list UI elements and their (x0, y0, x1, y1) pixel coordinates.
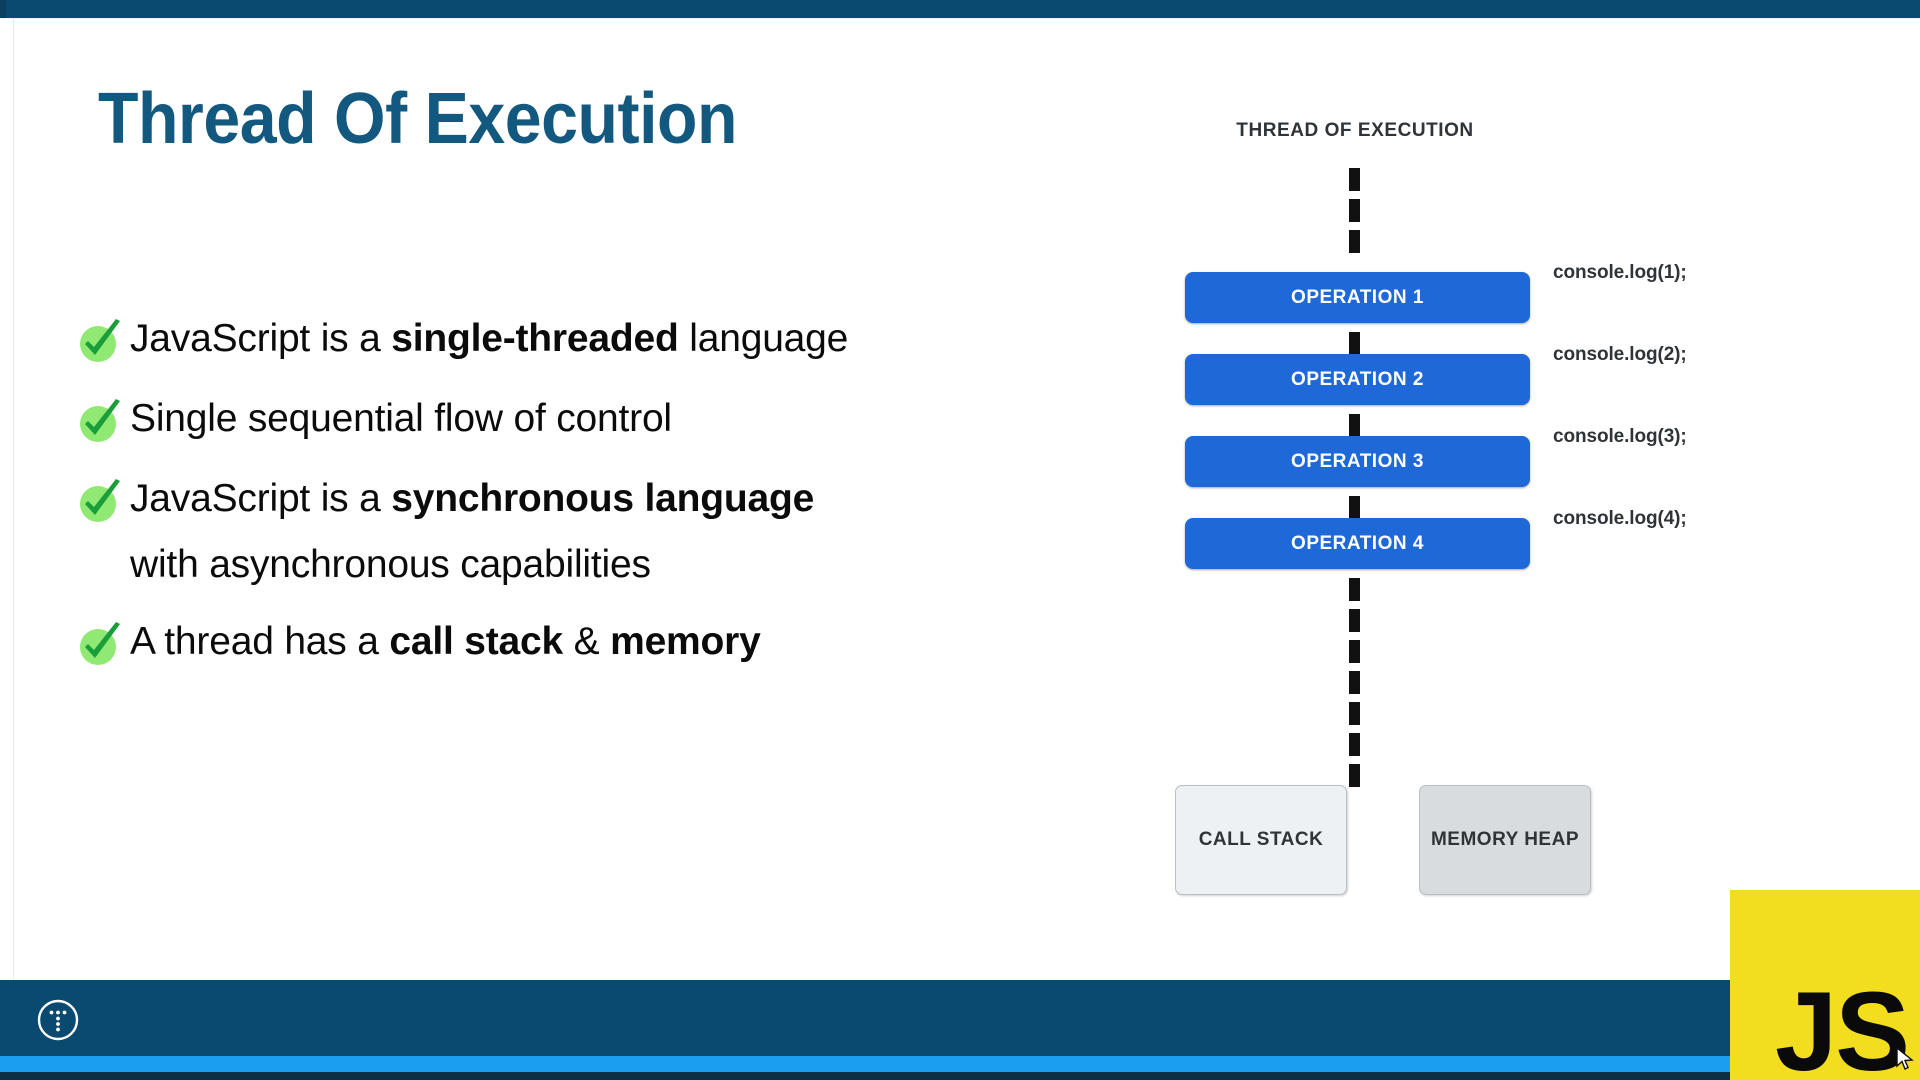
top-bar (0, 0, 1920, 18)
page-title: Thread Of Execution (98, 79, 738, 159)
list-item: A thread has a call stack & memory (76, 618, 1076, 668)
operation-box-3[interactable]: OPERATION 3 (1185, 436, 1530, 487)
spine-dash (1349, 702, 1360, 725)
spine-dash (1349, 168, 1360, 191)
memory-heap-box[interactable]: MEMORY HEAP (1419, 785, 1591, 895)
bullet-list: JavaScript is a single-threaded language… (76, 315, 1076, 668)
list-item: Single sequential flow of control (76, 395, 1076, 445)
js-logo: JS (1730, 890, 1920, 1080)
operation-box-1[interactable]: OPERATION 1 (1185, 272, 1530, 323)
operation-note-2: console.log(2); (1553, 344, 1687, 365)
call-stack-box[interactable]: CALL STACK (1175, 785, 1347, 895)
bottom-bar-foot (0, 1072, 1920, 1080)
spine-dash (1349, 230, 1360, 253)
spine-dash (1349, 199, 1360, 222)
canvas-left-rule (13, 18, 14, 980)
operation-label: OPERATION 4 (1291, 532, 1424, 554)
operation-box-2[interactable]: OPERATION 2 (1185, 354, 1530, 405)
spine-dash (1349, 496, 1360, 519)
operation-label: OPERATION 2 (1291, 368, 1424, 390)
spine-dash (1349, 733, 1360, 756)
list-item-text-line2: with asynchronous capabilities (130, 543, 651, 586)
green-check-icon (76, 477, 126, 525)
green-check-icon (76, 397, 126, 445)
list-item-text: JavaScript is a single-threaded language (130, 317, 849, 360)
spine-dash (1349, 640, 1360, 663)
dotted-t-circle-icon[interactable] (36, 998, 80, 1042)
operation-note-4: console.log(4); (1553, 508, 1687, 529)
list-item: JavaScript is a single-threaded language (76, 315, 1076, 365)
diagram-title: THREAD OF EXECUTION (1236, 120, 1474, 141)
spine-dash (1349, 609, 1360, 632)
operation-note-1: console.log(1); (1553, 262, 1687, 283)
spine-dash (1349, 332, 1360, 355)
spine-dash (1349, 671, 1360, 694)
call-stack-label: CALL STACK (1198, 829, 1324, 850)
thread-of-execution-diagram: THREAD OF EXECUTION OPERATION 1 console.… (1175, 120, 1845, 910)
js-logo-text: JS (1775, 969, 1910, 1080)
operation-note-3: console.log(3); (1553, 426, 1687, 447)
spine-dash (1349, 764, 1360, 787)
spine-dash (1349, 414, 1360, 437)
operation-label: OPERATION 1 (1291, 286, 1424, 308)
operation-box-4[interactable]: OPERATION 4 (1185, 518, 1530, 569)
operation-label: OPERATION 3 (1291, 450, 1424, 472)
mouse-cursor-icon (1894, 1046, 1916, 1072)
list-item-text: Single sequential flow of control (130, 397, 672, 440)
list-item-text: A thread has a call stack & memory (130, 620, 761, 663)
green-check-icon (76, 317, 126, 365)
memory-heap-label: MEMORY HEAP (1430, 829, 1580, 850)
canvas-top-rule (0, 18, 1920, 19)
spine-dash (1349, 578, 1360, 601)
accent-stripe (0, 1056, 1920, 1072)
top-bar-edge (0, 0, 6, 18)
green-check-icon (76, 620, 126, 668)
